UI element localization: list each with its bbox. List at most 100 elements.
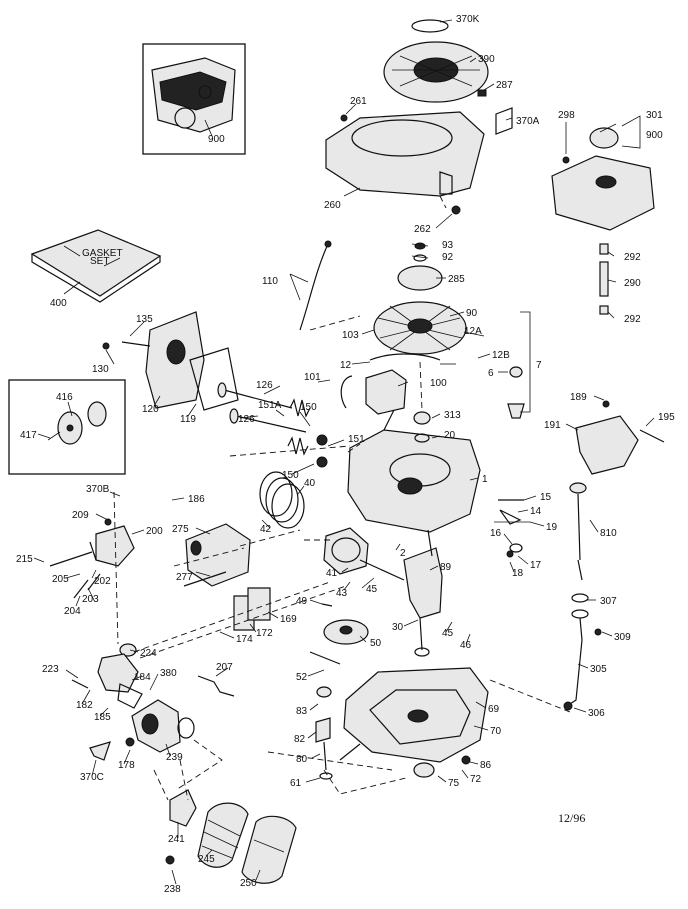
label-40: 40 [304,478,316,489]
label-18: 18 [512,568,524,579]
gasket-set-line2: SET [90,256,109,267]
label-120: 120 [142,404,159,415]
label-61: 61 [290,778,302,789]
label-6: 6 [488,368,494,379]
label-250: 250 [240,878,257,889]
date-code: 12/96 [558,811,585,825]
label-150-lower: 150 [282,470,299,481]
ground-wire [299,240,332,331]
label-150-upper: 150 [300,402,317,413]
air-cleaner-base [89,699,195,761]
label-126-lower: 126 [238,414,255,425]
label-46: 46 [460,640,472,651]
label-185: 185 [94,712,111,723]
label-207: 207 [216,662,233,673]
label-189: 189 [570,392,587,403]
label-277: 277 [176,572,193,583]
label-290: 290 [624,278,641,289]
intake-elbow [71,643,143,709]
air-filter [165,789,297,884]
label-70: 70 [490,726,502,737]
cam-gear [309,603,369,665]
gasket-set-line1: GASKET [82,248,123,259]
label-45-upper: 45 [366,584,378,595]
label-416: 416 [56,392,73,403]
valves [217,382,328,468]
label-307: 307 [600,596,617,607]
label-370C: 370C [80,772,104,783]
label-239: 239 [166,752,183,763]
label-241: 241 [168,834,185,845]
piston [323,527,405,581]
label-205: 205 [52,574,69,585]
label-224: 224 [140,648,157,659]
label-306: 306 [588,708,605,719]
label-309: 309 [614,632,631,643]
label-90: 90 [466,308,478,319]
choke-link [197,675,235,697]
label-12: 12 [340,360,352,371]
muffler [183,523,271,631]
label-215: 215 [16,554,33,565]
label-151A: 151A [258,400,282,411]
label-186: 186 [188,494,205,505]
label-810: 810 [600,528,617,539]
oil-sump [339,667,489,778]
label-275: 275 [172,524,189,535]
label-370B: 370B [86,484,110,495]
label-900-tank: 900 [646,130,663,141]
label-110: 110 [262,276,278,287]
label-223: 223 [42,664,59,675]
label-15: 15 [540,492,552,503]
label-100: 100 [430,378,447,389]
cylinder-block [347,409,481,533]
label-17: 17 [530,560,542,571]
label-20: 20 [444,430,456,441]
crankshaft [403,529,443,657]
label-245: 245 [198,854,215,865]
label-151: 151 [348,434,365,445]
label-195: 195 [658,412,675,423]
label-12A: 12A [464,326,482,337]
rewind-starter [383,19,513,135]
label-292-bottom: 292 [624,314,641,325]
governor-linkage [494,499,530,558]
label-43: 43 [336,588,348,599]
label-14: 14 [530,506,542,517]
label-119: 119 [180,414,196,425]
label-45-lower: 45 [442,628,454,639]
label-178: 178 [118,760,135,771]
label-203: 203 [82,594,99,605]
label-135: 135 [136,314,153,325]
label-380: 380 [160,668,177,679]
label-172: 172 [256,628,273,639]
label-261: 261 [350,96,367,107]
leader-lines [33,19,655,885]
label-313: 313 [444,410,461,421]
armature [340,353,441,415]
governor-parts [315,686,333,780]
label-1: 1 [482,474,488,485]
label-169: 169 [280,614,297,625]
label-80: 80 [296,754,308,765]
label-400: 400 [50,298,67,309]
label-191: 191 [544,420,561,431]
label-209: 209 [72,510,89,521]
label-69: 69 [488,704,500,715]
label-238: 238 [164,884,181,895]
label-16: 16 [490,528,502,539]
label-101: 101 [304,372,321,383]
label-204: 204 [64,606,81,617]
label-200: 200 [146,526,163,537]
label-202: 202 [94,576,111,587]
gasket-set-envelope: GASKET SET [30,229,162,303]
label-2: 2 [400,548,406,559]
label-390: 390 [478,54,495,65]
label-7: 7 [536,360,542,371]
label-285: 285 [448,274,465,285]
label-174: 174 [236,634,253,645]
label-75: 75 [448,778,460,789]
breather [413,366,525,443]
inset-box-flywheel-adapter [8,379,126,475]
